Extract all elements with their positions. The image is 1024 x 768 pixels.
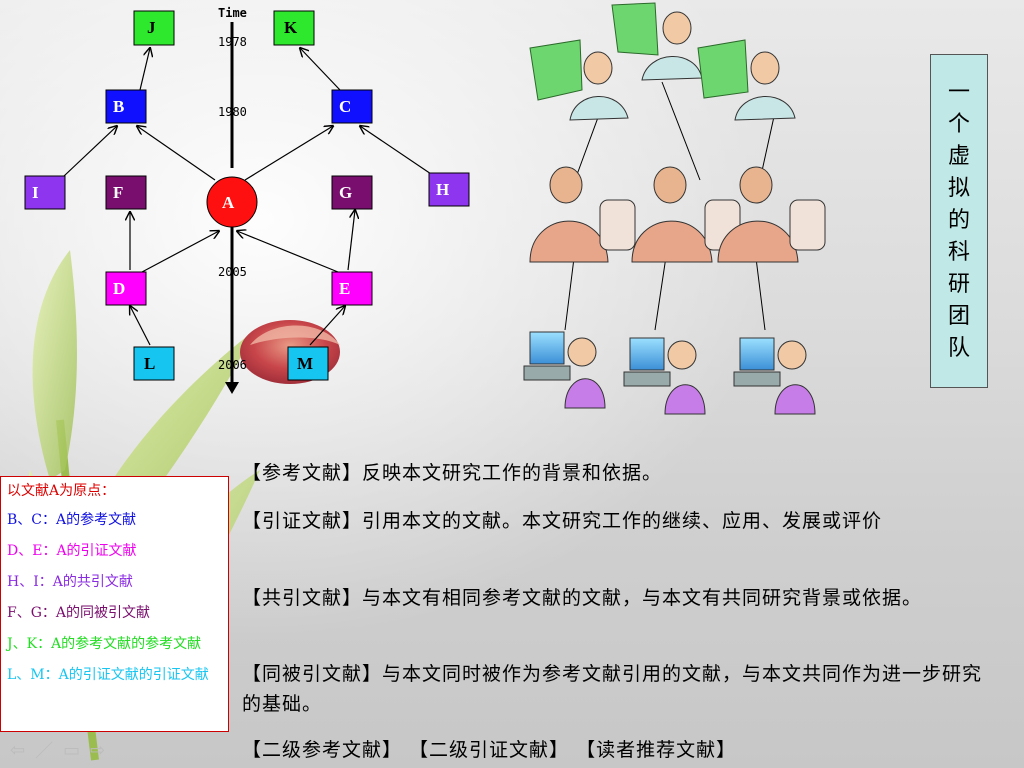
presenter-figure-2 [611,2,703,81]
slide-nav-bar: ⇦ ／ ▭ ⇨ [10,737,105,763]
team-title-char: 虚 [947,144,970,169]
menu-icon[interactable]: ▭ [63,739,81,761]
node-f[interactable]: F [105,175,147,210]
presenter-figure-1 [529,39,629,121]
node-b[interactable]: B [105,89,147,124]
definition-citing: 【引证文献】引用本文的文献。本文研究工作的继续、应用、发展或评价 [242,510,883,532]
year-2006: 2006 [218,358,247,372]
team-title-char: 一 [947,80,970,105]
prev-arrow-icon[interactable]: ⇦ [10,739,26,761]
year-1978: 1978 [218,35,247,49]
edge-d-a [141,231,219,273]
edge-a-b [137,126,216,181]
team-title-char: 的 [947,208,970,233]
team-title-char: 个 [947,112,970,137]
node-g[interactable]: G [331,175,373,210]
year-1980: 1980 [218,105,247,119]
legend-item-de: D、E：A的引证文献 [7,543,137,559]
next-arrow-icon[interactable]: ⇨ [90,739,106,761]
node-c-label: C [339,97,351,116]
node-j-label: J [147,18,156,37]
node-h-label: H [436,180,449,199]
legend-item-jk: J、K：A的参考文献的参考文献 [7,636,202,652]
worker-figure-1 [523,331,606,409]
research-team-illustration [523,2,826,415]
node-g-label: G [339,183,352,202]
edge-i-b [63,126,117,177]
team-title-char: 团 [947,304,970,329]
manager-figure-3 [717,166,826,263]
legend-item-lm: L、M：A的引证文献的引证文献 [7,667,209,683]
node-e-label: E [339,279,350,298]
edge-l-d [130,306,151,346]
node-h[interactable]: H [428,172,470,207]
definition-co-cited: 【同被引文献】与本文同时被作为参考文献引用的文献，与本文共同作为进一步研究的基础… [242,663,983,715]
node-c[interactable]: C [331,89,373,124]
time-axis: Time 1978 1980 2005 2006 [218,6,247,394]
team-title-char: 科 [947,240,970,265]
node-m[interactable]: M [287,346,329,381]
node-k-label: K [284,18,298,37]
legend-item-fg: F、G：A的同被引文献 [7,605,151,621]
legend-item-bc: B、C：A的参考文献 [7,512,137,528]
node-m-label: M [297,354,313,373]
worker-figure-3 [733,337,816,415]
team-title-box: 一 个 虚 拟 的 科 研 团 队 [930,54,988,388]
node-b-label: B [113,97,124,116]
edge-e-g [347,210,355,271]
citation-edges [63,48,438,346]
node-j[interactable]: J [133,10,175,46]
team-title-char: 队 [947,336,970,361]
node-f-label: F [113,183,123,202]
manager-figure-2 [631,166,741,263]
presenter-figure-3 [697,39,796,121]
node-k[interactable]: K [273,10,315,46]
node-d[interactable]: D [105,271,147,306]
edge-e-a [237,231,339,273]
edge-c-k [300,48,341,91]
node-a[interactable]: A [206,176,258,228]
node-e[interactable]: E [331,271,373,306]
year-2005: 2005 [218,265,247,279]
edge-h-c [360,126,438,179]
definition-reference: 【参考文献】反映本文研究工作的背景和依据。 [242,462,663,484]
node-l-label: L [144,354,155,373]
node-d-label: D [113,279,125,298]
edge-a-c [244,126,333,181]
legend-title: 以文献A为原点： [7,483,116,499]
legend-box: 以文献A为原点： B、C：A的参考文献 D、E：A的引证文献 H、I：A的共引文… [0,476,229,732]
pen-icon[interactable]: ／ [35,741,54,762]
diagram-nodes: J K B C I F A G [24,10,470,381]
node-a-label: A [222,193,235,212]
edge-b-j [139,48,150,91]
team-title-char: 拟 [947,176,970,201]
manager-figure-1 [529,166,636,263]
legend-item-hi: H、I：A的共引文献 [7,574,133,590]
definition-secondary: 【二级参考文献】 【二级引证文献】 【读者推荐文献】 [242,739,737,761]
node-l[interactable]: L [133,346,175,381]
definition-co-citing: 【共引文献】与本文有相同参考文献的文献，与本文有共同研究背景或依据。 [242,587,923,609]
node-i[interactable]: I [24,175,66,210]
edge-m-e [309,306,345,346]
worker-figure-2 [623,337,706,415]
time-label: Time [218,6,247,20]
team-title-char: 研 [947,272,970,297]
node-i-label: I [32,183,39,202]
